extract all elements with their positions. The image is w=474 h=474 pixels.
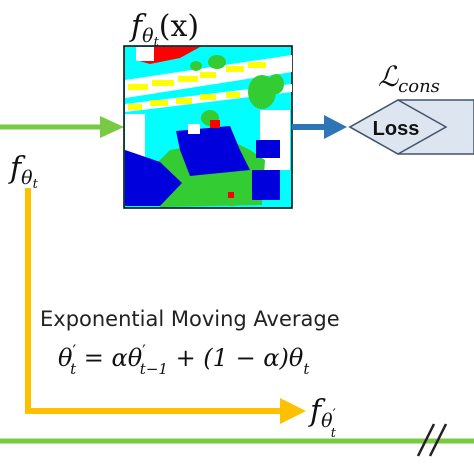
bottom-timeline: [0, 423, 474, 457]
ema-eq: = αθ: [76, 344, 143, 372]
model-output-theta: θ: [142, 25, 154, 47]
loss-diamond: Loss: [348, 99, 474, 155]
loss-label: ℒcons: [378, 60, 440, 97]
student-theta: θ: [21, 167, 33, 189]
ema-formula: θ′t = αθ′t−1 + (1 − α)θt: [58, 341, 310, 378]
ema-lhs: θ: [58, 344, 73, 372]
ema-lhs-sub: t: [70, 360, 77, 378]
output-arrow: [292, 115, 347, 139]
model-output-label: fθt(x): [129, 9, 199, 50]
teacher-sub-t: t: [331, 426, 337, 441]
ema-last-sub: t: [303, 360, 310, 378]
student-label: fθt: [8, 151, 39, 192]
loss-label-symbol: ℒ: [378, 60, 399, 93]
loss-box-text: Loss: [373, 118, 420, 140]
ema-lhs-prime: ′: [72, 341, 76, 360]
segmentation-map-image: [123, 45, 293, 209]
ema-arrow: [25, 188, 306, 424]
ema-title: Exponential Moving Average: [40, 307, 340, 331]
student-sub-t: t: [33, 177, 39, 192]
ema-prev-sub: t−1: [140, 360, 168, 378]
input-arrow: [0, 116, 124, 138]
teacher-prime: ′: [333, 407, 336, 423]
teacher-theta: θ: [321, 410, 333, 432]
teacher-label: fθ′t: [308, 394, 337, 441]
model-output-arg: (x): [159, 9, 199, 44]
ema-plus: + (1 − α)θ: [168, 344, 304, 372]
model-output-sub-t: t: [154, 35, 160, 50]
ema-prev-prime: ′: [142, 341, 146, 360]
loss-label-sub: cons: [398, 76, 440, 97]
